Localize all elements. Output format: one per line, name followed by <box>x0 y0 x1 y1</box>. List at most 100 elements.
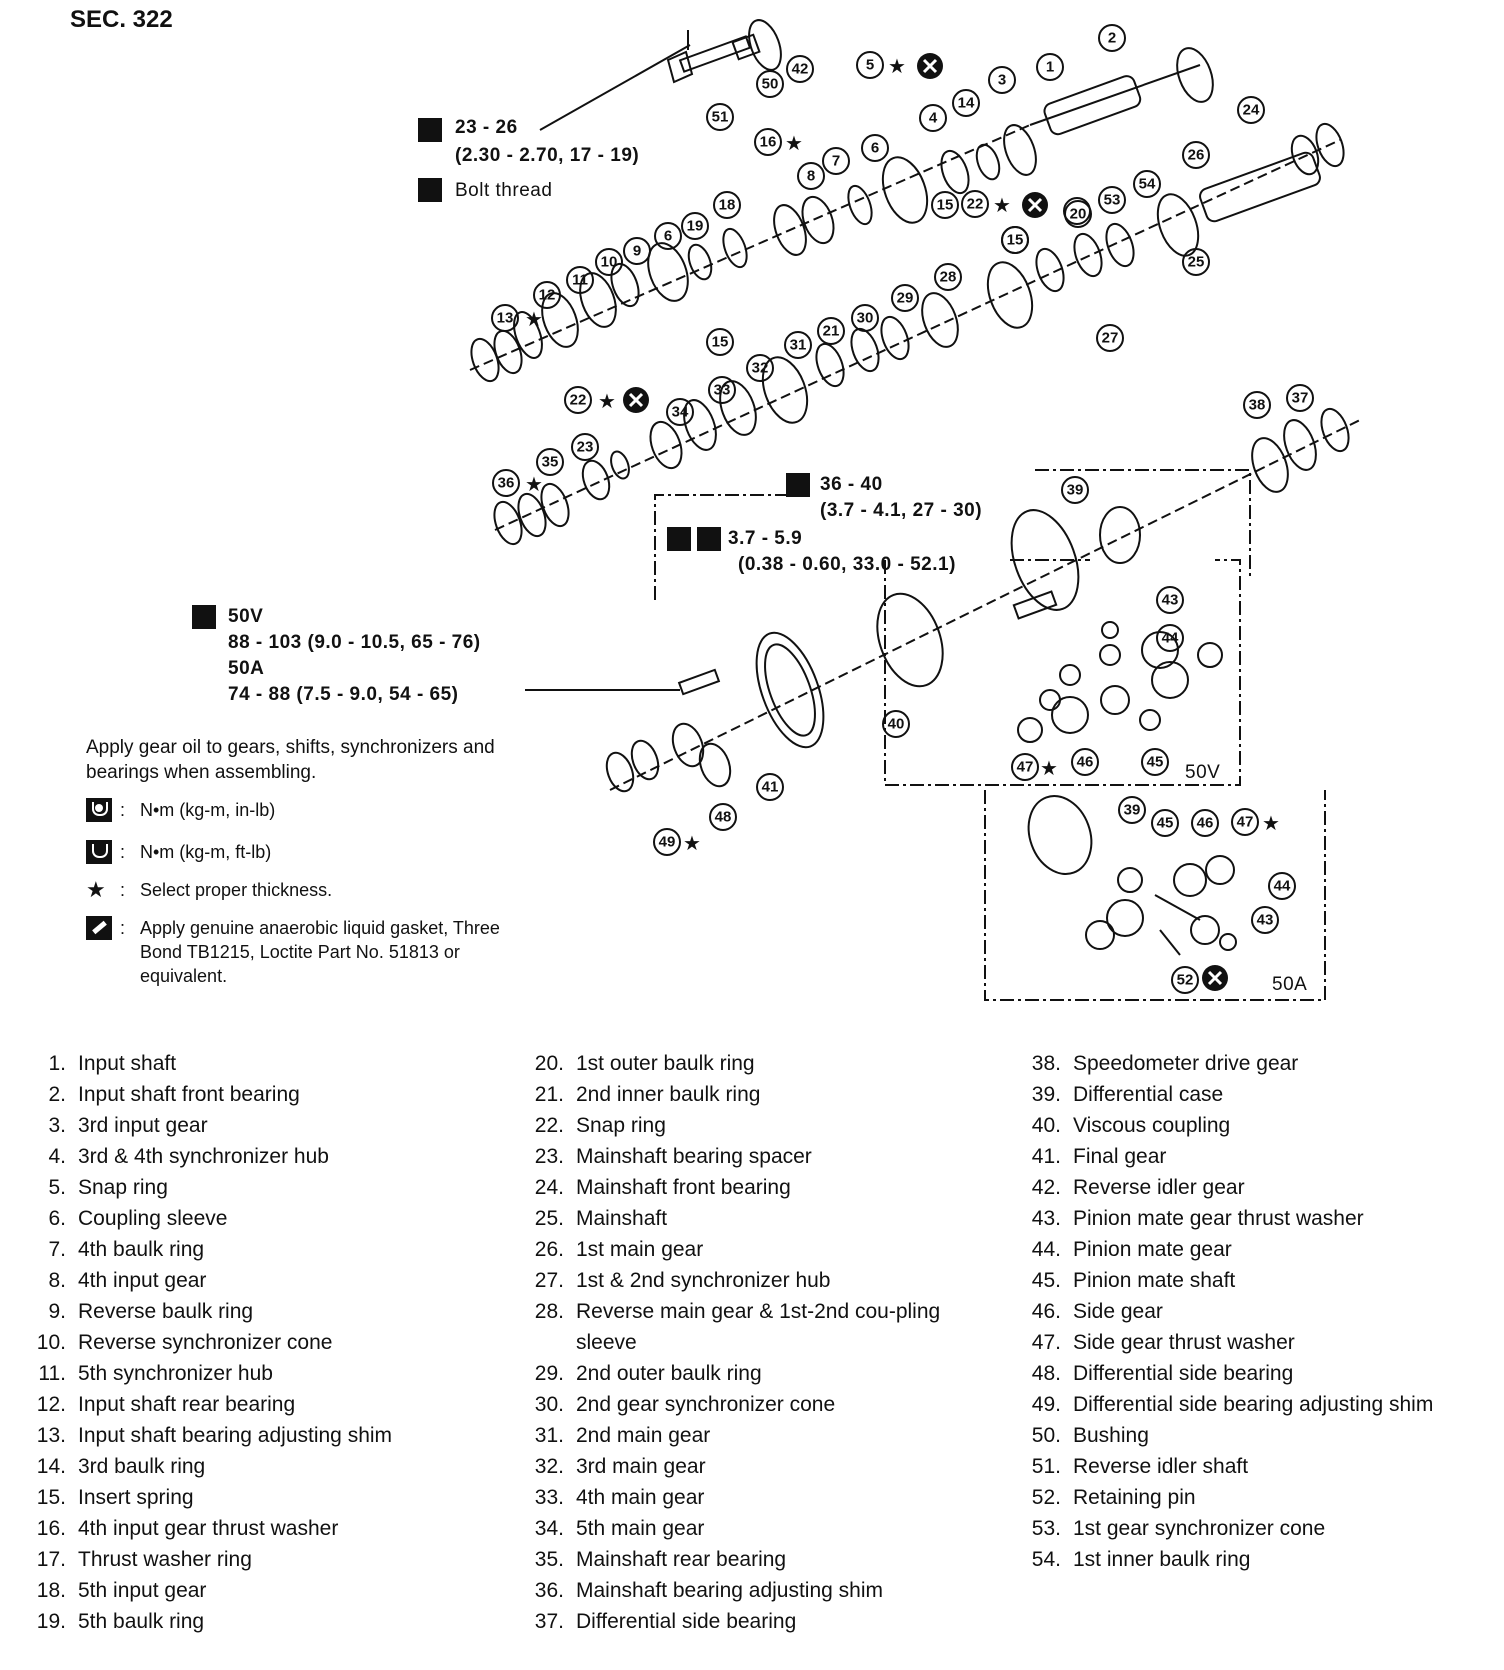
socket-wrench-ftlb-icon <box>418 118 442 142</box>
callout-10: 10 <box>601 254 618 271</box>
list-item: 52.Retaining pin <box>1031 1486 1196 1509</box>
variant-50v-frame <box>884 559 1241 786</box>
callout-21: 21 <box>823 323 840 340</box>
legend-row-inlb: : N•m (kg-m, in-lb) <box>86 798 540 824</box>
reverse-idler-assembly <box>666 19 782 84</box>
list-item: 54.1st inner baulk ring <box>1031 1548 1251 1571</box>
list-item: 50.Bushing <box>1031 1424 1149 1447</box>
callout-32: 32 <box>752 360 769 377</box>
callout-49: 49 <box>659 834 676 851</box>
list-item: 17.Thrust washer ring <box>36 1548 252 1571</box>
callout-41: 41 <box>762 779 779 796</box>
callout-38: 38 <box>1249 397 1266 414</box>
list-item: 23.Mainshaft bearing spacer <box>534 1145 812 1168</box>
socket-wrench-ftlb-icon <box>86 840 112 864</box>
list-item: 9.Reverse baulk ring <box>48 1300 254 1323</box>
list-item: 38.Speedometer drive gear <box>1031 1052 1299 1075</box>
list-item: 10.Reverse synchronizer cone <box>36 1331 333 1354</box>
socket-wrench-ftlb-icon <box>192 605 216 629</box>
callout-15c: 15 <box>712 334 729 351</box>
list-item: 13.Input shaft bearing adjusting shim <box>36 1424 393 1447</box>
callout-9: 9 <box>633 243 641 260</box>
list-item: 26.1st main gear <box>534 1238 704 1261</box>
variant-50v-label: 50V <box>1185 762 1220 783</box>
parts-list-col-1: 1.Input shaft 2.Input shaft front bearin… <box>20 1048 428 1637</box>
callout-52: 52 <box>1177 972 1194 989</box>
torque-4-v-value: 88 - 103 (9.0 - 10.5, 65 - 76) <box>228 632 481 653</box>
socket-wrench-ftlb-icon <box>786 473 810 497</box>
diff-internals-50v <box>1017 621 1223 743</box>
list-item: 32.3rd main gear <box>534 1455 706 1478</box>
parts-list-col-2: 20.1st outer baulk ring 21.2nd inner bau… <box>518 1048 956 1637</box>
callout-20: 20 <box>1070 206 1087 223</box>
torque-3-detail: (0.38 - 0.60, 33.0 - 52.1) <box>738 554 956 575</box>
callout-13: 13 <box>497 310 514 327</box>
star-icon: ★ <box>683 833 701 855</box>
list-item: 27.1st & 2nd synchronizer hub <box>534 1269 831 1292</box>
differential-assembly <box>605 407 1361 793</box>
list-item: 20.1st outer baulk ring <box>534 1052 755 1075</box>
star-icon: ★ <box>993 195 1011 217</box>
list-item: 5.Snap ring <box>48 1176 168 1199</box>
list-item: 6.Coupling sleeve <box>48 1207 228 1230</box>
callout-45b: 45 <box>1157 815 1174 832</box>
torque-3-value: 3.7 - 5.9 <box>728 528 802 549</box>
callout-45a: 45 <box>1147 754 1164 771</box>
sealant-icon <box>418 178 442 202</box>
callout-40: 40 <box>888 716 905 733</box>
list-item: 14.3rd baulk ring <box>36 1455 206 1478</box>
callout-48: 48 <box>715 809 732 826</box>
list-item: 51.Reverse idler shaft <box>1031 1455 1249 1478</box>
mainshaft-assembly <box>493 122 1345 546</box>
callout-8: 8 <box>807 168 815 185</box>
callout-26: 26 <box>1188 147 1205 164</box>
diff-internals-50a <box>1027 795 1237 956</box>
callout-34: 34 <box>672 404 689 421</box>
torque-4-a-value: 74 - 88 (7.5 - 9.0, 54 - 65) <box>228 684 459 705</box>
callout-47a: 47 <box>1017 759 1034 776</box>
callout-46a: 46 <box>1077 754 1094 771</box>
part-callouts <box>491 24 1314 994</box>
callout-29: 29 <box>897 290 914 307</box>
do-not-reuse-marks <box>623 53 1228 991</box>
callout-37: 37 <box>1292 390 1309 407</box>
list-item: 53.1st gear synchronizer cone <box>1031 1517 1326 1540</box>
callout-35: 35 <box>542 454 559 471</box>
list-item: 42.Reverse idler gear <box>1031 1176 1245 1199</box>
callout-50: 50 <box>762 76 779 93</box>
list-item: 28.Reverse main gear & 1st-2nd cou-pling… <box>534 1300 941 1354</box>
input-shaft-assembly <box>469 47 1214 383</box>
torque-4-a-label: 50A <box>228 658 264 679</box>
list-item: 46.Side gear <box>1031 1300 1163 1323</box>
torque-4-v-label: 50V <box>228 606 263 627</box>
list-item: 18.5th input gear <box>36 1579 207 1602</box>
torque-1-detail: (2.30 - 2.70, 17 - 19) <box>455 145 639 166</box>
callout-4: 4 <box>929 110 938 127</box>
callout-36: 36 <box>498 475 515 492</box>
star-icon: ★ <box>525 309 543 331</box>
list-item: 12.Input shaft rear bearing <box>36 1393 296 1416</box>
list-item: 41.Final gear <box>1031 1145 1167 1168</box>
torque-spec-icons <box>192 118 810 629</box>
list-item: 39.Differential case <box>1031 1083 1224 1106</box>
callout-47b: 47 <box>1237 814 1254 831</box>
sealant-icon <box>667 527 691 551</box>
torque-1-value: 23 - 26 <box>455 117 518 138</box>
variant-50a-label: 50A <box>1272 974 1307 995</box>
callout-25: 25 <box>1188 254 1205 271</box>
callout-6b: 6 <box>664 228 672 245</box>
callout-22a: 22 <box>967 196 984 213</box>
variant-50a-frame <box>984 790 1326 1001</box>
callout-53: 53 <box>1104 192 1121 209</box>
list-item: 48.Differential side bearing <box>1031 1362 1294 1385</box>
legend-row-sealant: : Apply genuine anaerobic liquid gasket,… <box>86 916 520 988</box>
assembly-note: Apply gear oil to gears, shifts, synchro… <box>86 737 495 783</box>
callout-44b: 44 <box>1274 878 1291 895</box>
list-item: 7.4th baulk ring <box>48 1238 205 1261</box>
callout-33: 33 <box>714 382 731 399</box>
list-item: 22.Snap ring <box>534 1114 666 1137</box>
list-item: 45.Pinion mate shaft <box>1031 1269 1236 1292</box>
callout-19: 19 <box>687 218 704 235</box>
exploded-view-diagram: 23 - 26 (2.30 - 2.70, 17 - 19) Bolt thre… <box>192 19 1361 1001</box>
list-item: 44.Pinion mate gear <box>1031 1238 1232 1261</box>
